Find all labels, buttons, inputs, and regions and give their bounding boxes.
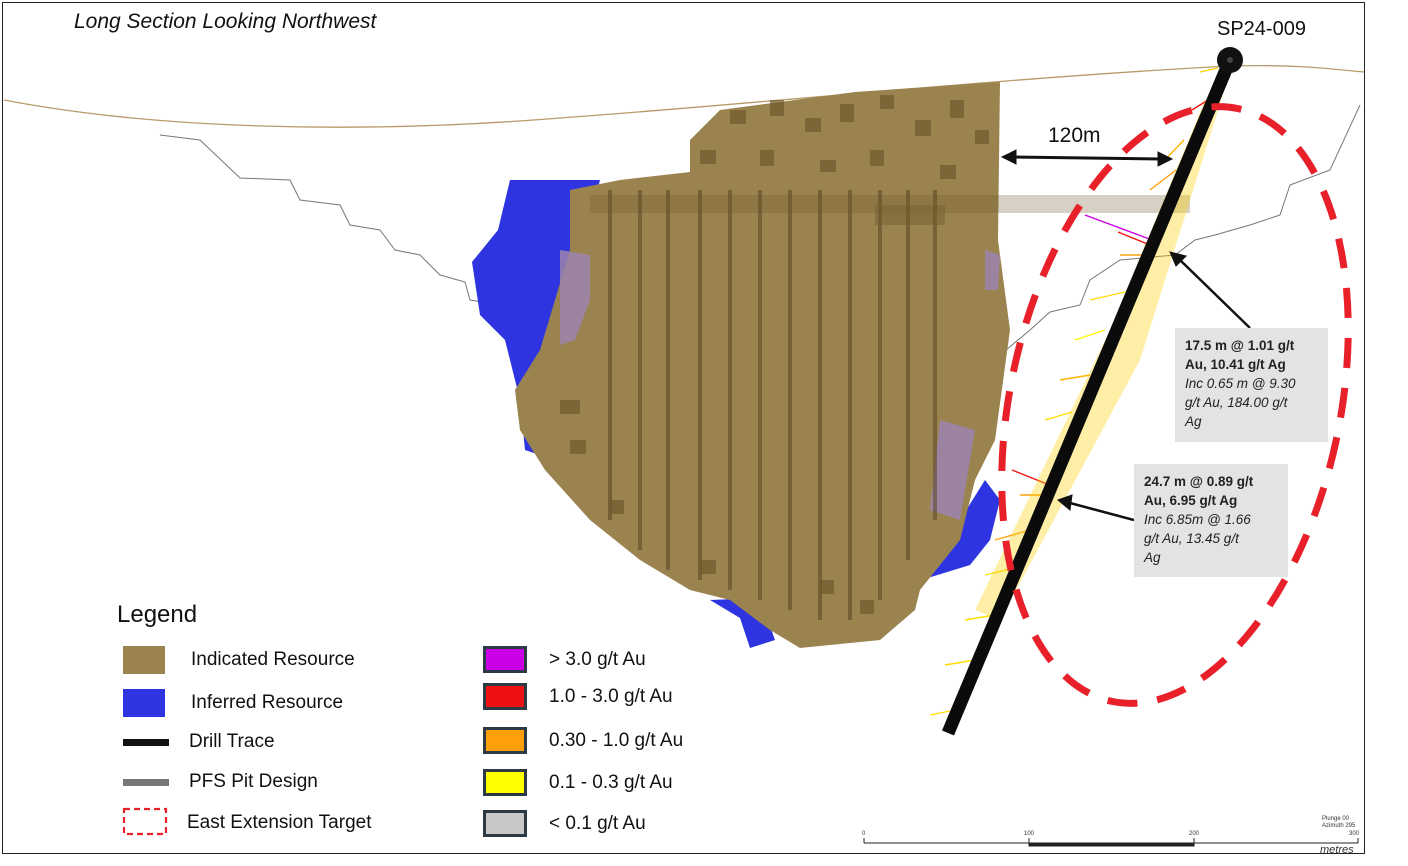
callout-upper-inc3: Ag bbox=[1185, 414, 1202, 429]
legend-grade-01-03-label: 0.1 - 0.3 g/t Au bbox=[549, 771, 673, 793]
callout-upper-line1: 17.5 m @ 1.01 g/t bbox=[1185, 338, 1295, 353]
callout-leaders bbox=[1057, 251, 1251, 522]
east-extension-target bbox=[998, 103, 1352, 707]
callout-lower-inc: Inc 6.85m @ 1.66 bbox=[1144, 512, 1251, 527]
legend-indicated-resource: Indicated Resource bbox=[123, 646, 355, 674]
legend-grade-1-3-label: 1.0 - 3.0 g/t Au bbox=[549, 685, 673, 707]
legend-grade-03-1: 0.30 - 1.0 g/t Au bbox=[483, 727, 683, 754]
legend-grade-lt01-swatch bbox=[483, 810, 527, 837]
figure-frame bbox=[2, 2, 1365, 854]
scale-bar bbox=[863, 838, 1359, 847]
legend-east-extension-swatch bbox=[122, 807, 168, 836]
scale-tick-0: 0 bbox=[862, 831, 866, 837]
legend-pit-design-swatch bbox=[123, 778, 169, 786]
callout-upper-inc: Inc 0.65 m @ 9.30 bbox=[1185, 376, 1296, 391]
inferred-resource-zone bbox=[472, 180, 600, 455]
scale-azimuth: Azimuth 295 bbox=[1322, 823, 1356, 829]
legend-grade-03-1-label: 0.30 - 1.0 g/t Au bbox=[549, 729, 684, 751]
scale-tick-100: 100 bbox=[1024, 831, 1035, 837]
legend-east-extension: East Extension Target bbox=[187, 812, 371, 834]
callout-lower-line2: Au, 6.95 g/t Ag bbox=[1144, 493, 1238, 508]
legend-east-extension-label: East Extension Target bbox=[187, 812, 372, 833]
legend-indicated-swatch bbox=[123, 646, 165, 674]
section-title: Long Section Looking Northwest bbox=[74, 10, 377, 33]
legend-drill-trace: Drill Trace bbox=[123, 731, 275, 753]
legend-grade-gt3-swatch bbox=[483, 646, 527, 673]
resource-body bbox=[472, 82, 1190, 648]
legend-grade-gt3-label: > 3.0 g/t Au bbox=[549, 648, 646, 670]
callout-lower-line1: 24.7 m @ 0.89 g/t bbox=[1144, 474, 1254, 489]
legend-grade-lt01: < 0.1 g/t Au bbox=[483, 810, 646, 837]
legend-inferred-resource: Inferred Resource bbox=[123, 689, 343, 717]
legend-drill-trace-label: Drill Trace bbox=[189, 731, 275, 752]
legend-grade-01-03: 0.1 - 0.3 g/t Au bbox=[483, 769, 673, 796]
legend-pit-design-label: PFS Pit Design bbox=[189, 771, 318, 792]
scale-tick-300: 300 bbox=[1349, 831, 1360, 837]
legend-inferred-swatch bbox=[123, 689, 165, 717]
drill-hole-label: SP24-009 bbox=[1217, 18, 1306, 40]
legend-grade-03-1-swatch bbox=[483, 727, 527, 754]
legend-grade-1-3: 1.0 - 3.0 g/t Au bbox=[483, 683, 673, 710]
scale-plunge: Plunge 00 bbox=[1322, 816, 1350, 822]
topography-line bbox=[3, 64, 1365, 128]
intercept-callout-upper: 17.5 m @ 1.01 g/t Au, 10.41 g/t Ag Inc 0… bbox=[1175, 328, 1328, 442]
callout-upper-inc2: g/t Au, 184.00 g/t bbox=[1185, 395, 1288, 410]
legend-grade-1-3-swatch bbox=[483, 683, 527, 710]
inferred-resource-fringe bbox=[560, 250, 1000, 520]
callout-lower-inc3: Ag bbox=[1144, 550, 1161, 565]
distance-label: 120m bbox=[1048, 124, 1101, 147]
legend-pit-design: PFS Pit Design bbox=[123, 771, 318, 793]
legend-indicated-label: Indicated Resource bbox=[191, 649, 355, 670]
intercept-callout-lower: 24.7 m @ 0.89 g/t Au, 6.95 g/t Ag Inc 6.… bbox=[1134, 464, 1288, 577]
scale-units: metres bbox=[1320, 844, 1354, 856]
block-model-columns bbox=[608, 190, 937, 620]
legend-grade-lt01-label: < 0.1 g/t Au bbox=[549, 812, 646, 834]
drill-trace bbox=[942, 57, 1236, 736]
legend-grade-gt3: > 3.0 g/t Au bbox=[483, 646, 646, 673]
distance-arrow bbox=[1000, 149, 1174, 167]
legend-title: Legend bbox=[117, 601, 198, 628]
pit-design-line bbox=[159, 104, 1361, 356]
callout-upper-line2: Au, 10.41 g/t Ag bbox=[1185, 357, 1286, 372]
legend-grade-01-03-swatch bbox=[483, 769, 527, 796]
legend-drill-trace-swatch bbox=[123, 738, 169, 746]
callout-lower-inc2: g/t Au, 13.45 g/t bbox=[1144, 531, 1239, 546]
scale-tick-200: 200 bbox=[1189, 831, 1200, 837]
block-model-upper-mottling bbox=[560, 95, 1190, 614]
legend-inferred-label: Inferred Resource bbox=[191, 692, 344, 713]
